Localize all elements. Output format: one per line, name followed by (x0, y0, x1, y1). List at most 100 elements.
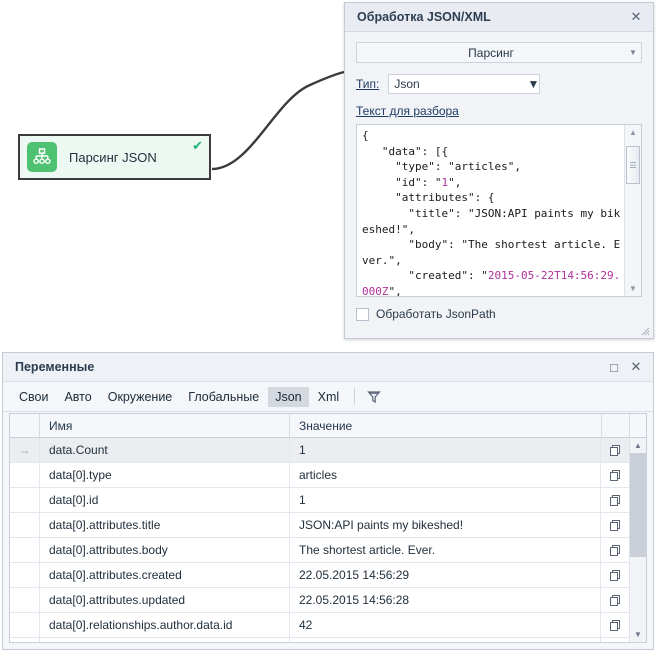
row-indicator (10, 488, 40, 512)
jsonpath-checkbox-row[interactable]: Обработать JsonPath (356, 307, 642, 321)
row-name: data[0].attributes.updated (40, 588, 290, 612)
header-value[interactable]: Значение (290, 414, 602, 437)
copy-icon[interactable] (601, 638, 629, 642)
copy-icon[interactable] (601, 613, 629, 637)
tab-globalnye[interactable]: Глобальные (188, 389, 260, 404)
chevron-down-icon: ▼ (629, 48, 637, 57)
copy-icon[interactable] (601, 513, 629, 537)
row-name: data[0].attributes.body (40, 538, 290, 562)
scrollbar-thumb[interactable]: ☰ (626, 146, 640, 184)
maximize-icon[interactable]: □ (610, 359, 618, 375)
row-name: data[0].relationships.author.data.type (40, 638, 290, 642)
copy-icon[interactable] (601, 438, 629, 462)
row-value: 42 (290, 613, 601, 637)
dialog-body: Парсинг ▼ Тип: Json ▼ Текст для разбора … (345, 32, 653, 321)
close-icon[interactable]: ✕ (630, 9, 642, 24)
hierarchy-icon (27, 142, 57, 172)
json-text-content[interactable]: { "data": [{ "type": "articles", "id": "… (362, 129, 621, 296)
row-value: people (290, 638, 601, 642)
variables-titlebar[interactable]: Переменные □ ✕ (3, 353, 653, 382)
copy-icon[interactable] (601, 488, 629, 512)
row-value: JSON:API paints my bikeshed! (290, 513, 601, 537)
filter-icon[interactable] (363, 388, 385, 406)
resize-grip[interactable] (638, 324, 650, 336)
node-label: Парсинг JSON (69, 149, 157, 165)
row-indicator (10, 513, 40, 537)
json-text-scrollbar[interactable]: ▲ ☰ ▼ (624, 125, 641, 296)
json-xml-dialog: Обработка JSON/XML ✕ Парсинг ▼ Тип: Json… (344, 2, 654, 339)
row-indicator (10, 638, 40, 642)
scroll-up-icon[interactable]: ▲ (634, 441, 642, 450)
mode-combo-value: Парсинг (468, 45, 514, 60)
scroll-down-icon[interactable]: ▼ (629, 284, 637, 293)
parse-text-label[interactable]: Текст для разбора (356, 104, 459, 118)
scrollbar-thumb[interactable] (630, 453, 646, 558)
tab-avto[interactable]: Авто (64, 389, 92, 404)
variables-title: Переменные (15, 360, 95, 374)
type-row: Тип: Json ▼ (356, 74, 642, 94)
header-name[interactable]: Имя (40, 414, 290, 437)
json-text-area[interactable]: { "data": [{ "type": "articles", "id": "… (356, 124, 642, 297)
header-indicator (10, 414, 40, 437)
close-icon[interactable]: ✕ (630, 359, 642, 374)
scroll-down-icon[interactable]: ▼ (634, 630, 642, 639)
type-combo[interactable]: Json ▼ (388, 74, 541, 94)
row-indicator (10, 588, 40, 612)
table-row[interactable]: data[0].relationships.author.data.typepe… (10, 638, 629, 642)
row-indicator: → (10, 438, 40, 462)
node-parsing-json[interactable]: Парсинг JSON ✔ (18, 134, 211, 180)
type-label[interactable]: Тип: (356, 77, 380, 91)
dialog-title: Обработка JSON/XML (357, 10, 491, 24)
row-indicator (10, 613, 40, 637)
row-name: data[0].type (40, 463, 290, 487)
dialog-titlebar[interactable]: Обработка JSON/XML ✕ (345, 3, 653, 32)
jsonpath-checkbox-label: Обработать JsonPath (376, 307, 496, 321)
header-copy (602, 414, 630, 437)
parse-text-label-row: Текст для разбора (356, 104, 642, 118)
tabbar-divider (354, 388, 356, 405)
copy-icon[interactable] (601, 538, 629, 562)
scroll-up-icon[interactable]: ▲ (629, 128, 637, 137)
row-value: articles (290, 463, 601, 487)
row-name: data[0].relationships.author.data.id (40, 613, 290, 637)
copy-icon[interactable] (601, 588, 629, 612)
row-name: data[0].attributes.title (40, 513, 290, 537)
row-value: 22.05.2015 14:56:29 (290, 563, 601, 587)
grid-scrollbar[interactable]: ▲ ▼ (629, 438, 646, 642)
tab-json[interactable]: Json (268, 386, 309, 407)
row-name: data.Count (40, 438, 290, 462)
variables-window: Переменные □ ✕ Свои Авто Окружение Глоба… (2, 352, 654, 650)
scrollbar-track[interactable]: ☰ (625, 140, 641, 281)
scrollbar-track[interactable] (630, 453, 646, 627)
check-icon: ✔ (192, 138, 203, 153)
tab-svoi[interactable]: Свои (19, 389, 49, 404)
chevron-down-icon: ▼ (527, 77, 540, 91)
type-combo-value: Json (394, 77, 420, 91)
jsonpath-checkbox[interactable] (356, 307, 369, 321)
tab-xml[interactable]: Xml (317, 389, 340, 404)
copy-icon[interactable] (601, 463, 629, 487)
tab-okruzhenie[interactable]: Окружение (107, 389, 173, 404)
row-indicator (10, 463, 40, 487)
mode-combo[interactable]: Парсинг ▼ (356, 42, 642, 63)
row-value: The shortest article. Ever. (290, 538, 601, 562)
copy-icon[interactable] (601, 563, 629, 587)
variables-tabbar: Свои Авто Окружение Глобальные Json Xml (3, 382, 653, 412)
row-name: data[0].id (40, 488, 290, 512)
row-value: 22.05.2015 14:56:28 (290, 588, 601, 612)
row-value: 1 (290, 488, 601, 512)
row-value: 1 (290, 438, 601, 462)
header-scroll-spacer (630, 414, 646, 437)
grid-header-row: Имя Значение (10, 414, 646, 438)
